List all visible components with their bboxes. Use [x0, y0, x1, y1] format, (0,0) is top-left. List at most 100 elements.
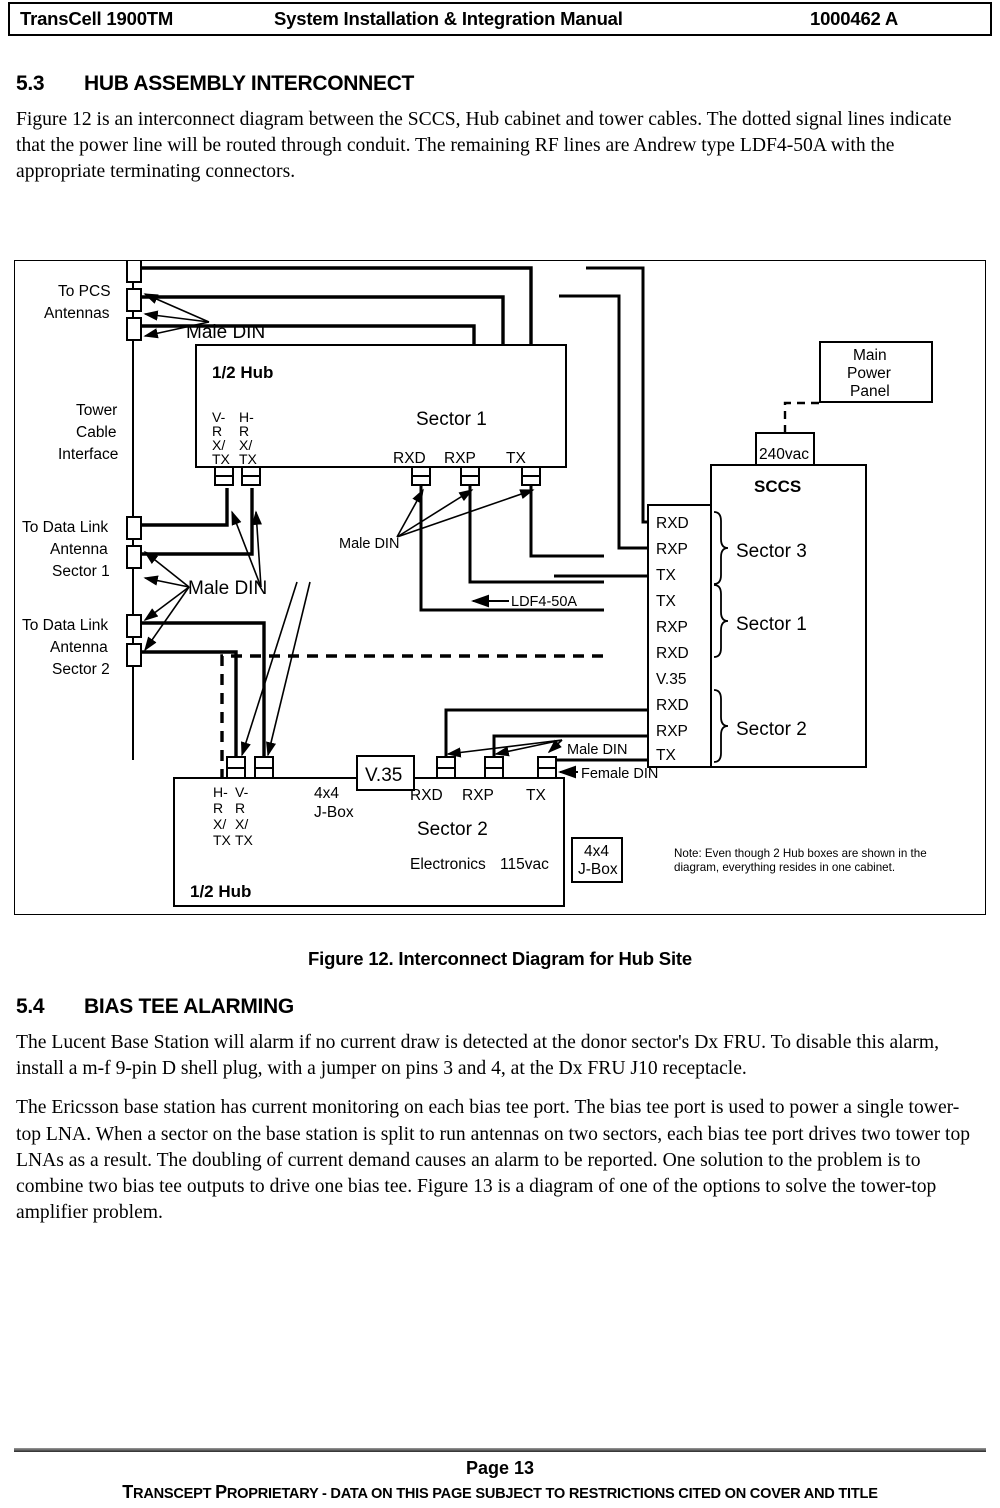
- section-5-4-title: BIAS TEE ALARMING: [84, 995, 294, 1018]
- main-power-panel-l2: Power: [847, 365, 891, 382]
- hub-bottom-sector-label: Sector 2: [417, 819, 488, 840]
- hub-bottom-port-h: H- R X/ TX: [213, 784, 232, 848]
- svg-text:X/: X/: [235, 816, 248, 832]
- male-din-top-leaders: [143, 293, 210, 339]
- sccs-port-4: RXP: [656, 619, 688, 636]
- hub-bottom-port-v: V- R X/ TX: [235, 784, 254, 848]
- svg-text:TX: TX: [239, 451, 258, 467]
- svg-text:R: R: [235, 800, 245, 816]
- hub-bottom-port-rxp: RXP: [462, 787, 494, 804]
- main-power-panel-l1: Main: [853, 347, 887, 364]
- header-title: System Installation & Integration Manual: [274, 8, 623, 29]
- cable-v35-conduit: [220, 654, 604, 780]
- v35-box: [356, 755, 415, 791]
- male-din-left-label: Male DIN: [188, 578, 267, 599]
- label-tower-l3: Interface: [58, 446, 118, 463]
- svg-text:H-: H-: [213, 784, 228, 800]
- footer-proprietary-notice: TRANSCEPT PROPRIETARY - DATA ON THIS PAG…: [0, 1482, 1000, 1503]
- section-5-4-number: 5.4: [16, 995, 45, 1018]
- hub-top-port-v: V- R X/ TX: [212, 409, 231, 467]
- sccs-box: [710, 464, 867, 768]
- svg-text:TX: TX: [212, 451, 231, 467]
- sccs-port-7: RXD: [656, 697, 689, 714]
- footer-page-number: Page 13: [465, 1458, 535, 1478]
- cable-dl1-b: [141, 488, 254, 556]
- figure-note-line2: diagram, everything resides in one cabin…: [674, 861, 895, 874]
- voltage-box-240vac: [755, 432, 815, 466]
- sccs-port-column: [647, 504, 712, 768]
- footer-divider: [14, 1448, 986, 1452]
- label-dl1-l1: To Data Link: [22, 519, 108, 536]
- hub-bottom-port-rxd: RXD: [410, 787, 443, 804]
- sccs-port-6: V.35: [656, 671, 686, 688]
- sccs-port-1: RXP: [656, 541, 688, 558]
- ldf4-label: LDF4-50A: [511, 594, 577, 610]
- sccs-port-0: RXD: [656, 515, 689, 532]
- svg-text:V-: V-: [212, 409, 226, 425]
- hub-bottom-port-tx: TX: [526, 787, 546, 804]
- cable-dl2-b: [141, 650, 238, 757]
- male-din-top-label: Male DIN: [186, 322, 265, 343]
- header-doc-number: 1000462 A: [810, 8, 899, 29]
- cable-s1-rxd: [419, 485, 604, 612]
- svg-text:H-: H-: [239, 409, 254, 425]
- section-5-3-paragraph: Figure 12 is an interconnect diagram bet…: [16, 109, 952, 183]
- datalink-connectors: [126, 516, 142, 667]
- sccs-group-braces: [713, 511, 729, 763]
- hub-top-port-h: H- R X/ TX: [239, 409, 258, 467]
- cable-s2-rxd: [444, 708, 648, 757]
- male-din-mid-leaders: [396, 488, 535, 538]
- label-dl1-l3: Sector 1: [52, 563, 110, 580]
- footer-p: P: [215, 1482, 227, 1502]
- main-power-panel-l3: Panel: [850, 383, 890, 400]
- footer-rest2: ROPRIETARY - DATA ON THIS PAGE SUBJECT T…: [226, 1486, 878, 1502]
- hub-bottom-jbox-l1: 4x4: [314, 785, 339, 802]
- sccs-group-sector-1: Sector 1: [736, 614, 807, 635]
- side-jbox-l1: 4x4: [584, 843, 609, 860]
- male-din-mid-label: Male DIN: [339, 536, 399, 552]
- hub-bottom-electronics: Electronics: [410, 856, 486, 873]
- female-din-label: Female DIN: [581, 766, 658, 782]
- section-5-4: 5.4 BIAS TEE ALARMING The Lucent Base Sta…: [16, 995, 984, 1239]
- figure-note-line1: Note: Even though 2 Hub boxes are shown …: [674, 847, 927, 860]
- interconnect-diagram: Male DIN 1/2 Hub Sector 1 V- R X/ TX H- …: [22, 260, 933, 907]
- figure-border: [14, 260, 986, 915]
- hub-top-sector-label: Sector 1: [416, 409, 487, 430]
- footer-t: T: [122, 1482, 134, 1502]
- section-5-4-heading: 5.4 BIAS TEE ALARMING: [16, 995, 984, 1019]
- hub-bottom-title: 1/2 Hub: [190, 882, 251, 901]
- label-dl1-l2: Antenna: [50, 541, 108, 558]
- svg-text:TX: TX: [213, 832, 232, 848]
- footer-rest1: RANSCEPT: [133, 1486, 216, 1502]
- svg-text:X/: X/: [213, 816, 226, 832]
- label-dl2-l3: Sector 2: [52, 661, 110, 678]
- section-5-4-paragraph-1: The Lucent Base Station will alarm if no…: [16, 1032, 940, 1080]
- label-to-pcs-l1: To PCS: [58, 283, 111, 300]
- cable-power-conduit: [783, 401, 820, 433]
- hub-top-port-rxp: RXP: [444, 450, 476, 467]
- sccs-port-8: RXP: [656, 723, 688, 740]
- sccs-port-2: TX: [656, 567, 676, 584]
- cable-dl2-a: [141, 621, 266, 757]
- label-dl2-l1: To Data Link: [22, 617, 108, 634]
- svg-text:R: R: [239, 423, 249, 439]
- cable-s1-tx: [529, 485, 604, 558]
- cable-s3-b: [559, 294, 648, 550]
- header-product: TransCell 1900TM: [20, 8, 174, 29]
- hub-top-port-tx: TX: [506, 450, 526, 467]
- label-tower-l2: Cable: [76, 424, 117, 441]
- sccs-port-5: RXD: [656, 645, 689, 662]
- hub-bottom-box: [173, 777, 565, 907]
- figure-12-caption: Figure 12. Interconnect Diagram for Hub …: [308, 948, 692, 969]
- sccs-port-3: TX: [656, 593, 676, 610]
- svg-text:V-: V-: [235, 784, 249, 800]
- male-din-left-to-hub-leaders: [231, 510, 262, 588]
- label-tower-l1: Tower: [76, 402, 117, 419]
- hub-top-port-rxd: RXD: [393, 450, 426, 467]
- male-din-bottom-left-leaders: [240, 581, 311, 757]
- cable-dl1-a: [141, 488, 229, 527]
- svg-text:R: R: [212, 423, 222, 439]
- svg-text:R: R: [213, 800, 223, 816]
